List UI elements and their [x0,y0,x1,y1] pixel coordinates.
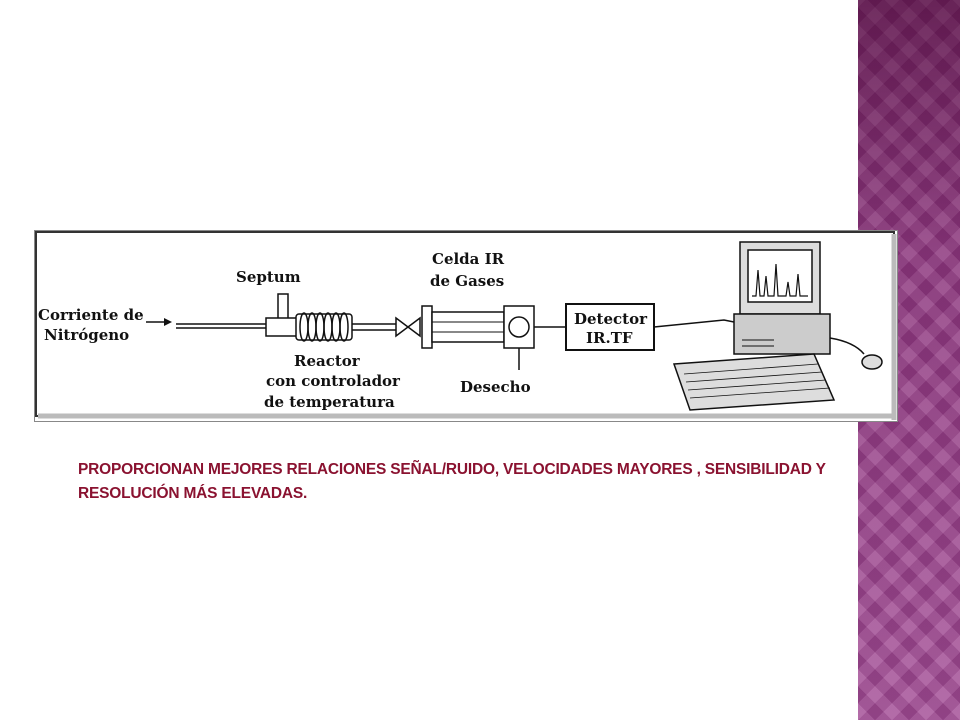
septum-base [265,317,299,337]
septum-label: Septum [236,268,301,286]
diagram-svg: Corriente de Nitrógeno Septum Reactor [34,230,898,422]
cell-label-line1: Celda IR [432,250,505,268]
detector-label-line1: Detector [574,310,648,328]
reactor-label-line2: con controlador [266,372,401,390]
cell-label-line2: de Gases [430,272,504,290]
reactor-coil [295,312,353,342]
flow-arrow-head [164,318,172,326]
septum [277,293,289,321]
valve-left [395,316,410,338]
reactor-label-line3: de temperatura [264,393,395,411]
reactor-label-line1: Reactor [294,352,361,370]
spectrum-plot [752,263,808,297]
ir-tf-detector [565,303,655,351]
slide-caption: PROPORCIONAN MEJORES RELACIONES SEÑAL/RU… [78,461,826,502]
cell-port [508,316,530,338]
mouse [861,354,883,370]
ir-gas-cell [431,311,505,343]
cell-window-left [421,305,433,349]
detector-cable [653,319,735,328]
computer [672,241,883,411]
mouse-cable [829,337,865,355]
nitrogen-label-line2: Nitrógeno [44,326,129,344]
valve-right [406,316,421,338]
waste-label: Desecho [460,378,531,396]
nitrogen-label-line1: Corriente de [38,306,144,324]
cpu-unit [733,313,831,355]
decorative-side-band [858,0,960,720]
keyboard [672,353,836,411]
instrument-diagram: Corriente de Nitrógeno Septum Reactor [34,230,898,422]
detector-label-line2: IR.TF [586,329,633,347]
